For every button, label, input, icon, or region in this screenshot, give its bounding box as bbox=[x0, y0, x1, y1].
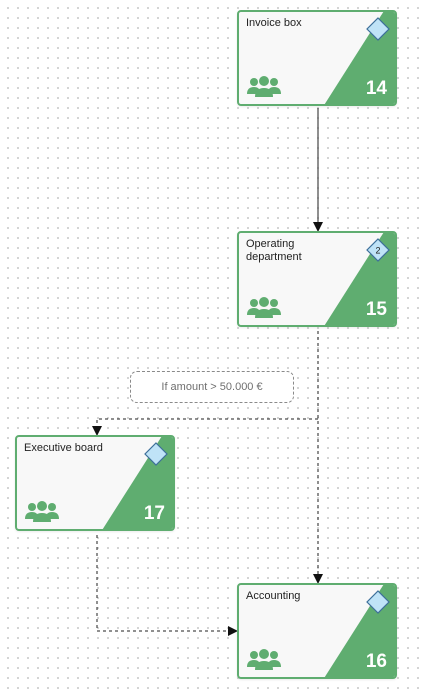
node-title: Invoice box bbox=[246, 17, 302, 29]
people-group-icon bbox=[247, 649, 281, 670]
connector-executive-to-accounting bbox=[96, 535, 238, 636]
connector-operating-to-executive bbox=[92, 418, 318, 436]
node-number: 16 bbox=[365, 651, 387, 672]
diamond-badge: 2 bbox=[375, 246, 380, 256]
condition-label[interactable]: If amount > 50.000 € bbox=[130, 371, 294, 403]
diamond-icon[interactable] bbox=[366, 17, 390, 41]
diamond-icon[interactable] bbox=[144, 442, 168, 466]
diamond-icon[interactable]: 2 bbox=[366, 238, 390, 262]
node-title: Executive board bbox=[24, 442, 103, 454]
node-operating-department[interactable]: Operating department 2 15 bbox=[237, 231, 397, 327]
diamond-icon[interactable] bbox=[366, 590, 390, 614]
node-executive-board[interactable]: Executive board 17 bbox=[15, 435, 175, 531]
condition-label-text: If amount > 50.000 € bbox=[161, 381, 263, 393]
node-title: Operating department bbox=[246, 238, 302, 263]
node-title: Accounting bbox=[246, 590, 301, 602]
node-number: 14 bbox=[365, 78, 387, 99]
node-accounting[interactable]: Accounting 16 bbox=[237, 583, 397, 679]
node-number: 17 bbox=[143, 503, 165, 524]
people-group-icon bbox=[247, 76, 281, 97]
people-group-icon bbox=[25, 501, 59, 522]
node-invoice-box[interactable]: Invoice box 14 bbox=[237, 10, 397, 106]
people-group-icon bbox=[247, 297, 281, 318]
node-number: 15 bbox=[365, 299, 387, 320]
